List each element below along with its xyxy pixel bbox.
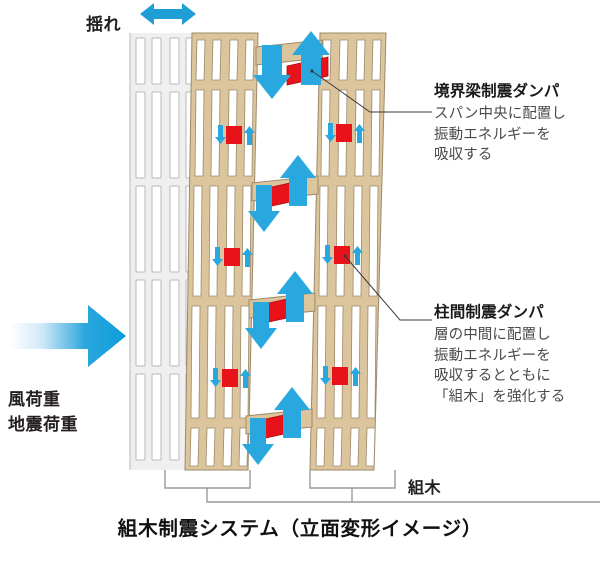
column-damper-group bbox=[210, 123, 365, 388]
leader-lines bbox=[310, 69, 432, 321]
callout-body-line: 振動エネルギーを bbox=[434, 126, 551, 143]
callout-title: 柱間制震ダンパ bbox=[434, 304, 544, 321]
shake-arrow bbox=[140, 3, 196, 25]
column-damper-right-2[interactable] bbox=[322, 245, 363, 265]
load-arrow bbox=[10, 305, 126, 367]
callout-body-line: 層の中間に配置し bbox=[434, 327, 551, 344]
beam-damper-4[interactable] bbox=[242, 387, 310, 465]
callout-body-line: 吸収する bbox=[434, 147, 493, 164]
beam-damper-1[interactable] bbox=[253, 31, 330, 99]
callout-body-line: 振動エネルギーを bbox=[434, 347, 551, 364]
undeformed-frame-ghost bbox=[129, 33, 196, 470]
callout-column-bay-damper: 柱間制震ダンパ 層の中間に配置し 振動エネルギーを 吸収するとともに 「組木」を… bbox=[434, 303, 600, 407]
load-label-seismic: 地震荷重 bbox=[8, 414, 78, 434]
column-damper-right-3[interactable] bbox=[320, 366, 361, 386]
column-damper-left-1[interactable] bbox=[215, 125, 255, 145]
kumiki-label: 組木 bbox=[408, 480, 442, 497]
column-damper-left-3[interactable] bbox=[210, 368, 251, 388]
callout-body-line: 吸収するとともに bbox=[434, 368, 551, 385]
callout-body-line: スパン中央に配置し bbox=[434, 106, 567, 123]
boundary-beams bbox=[245, 39, 323, 435]
figure-title: 組木制震システム（立面変形イメージ） bbox=[117, 518, 483, 540]
beam-damper-2[interactable] bbox=[248, 155, 316, 232]
shake-label: 揺れ bbox=[86, 15, 121, 34]
load-label-wind: 風荷重 bbox=[8, 390, 61, 409]
beam-damper-group bbox=[242, 31, 330, 465]
column-damper-right-1[interactable] bbox=[325, 123, 365, 143]
kumiki-bracket bbox=[164, 470, 600, 503]
callout-title: 境界梁制震ダンパ bbox=[434, 83, 560, 100]
callout-boundary-beam-damper: 境界梁制震ダンパ スパン中央に配置し 振動エネルギーを 吸収する bbox=[434, 82, 600, 166]
column-damper-left-2[interactable] bbox=[212, 247, 253, 267]
callout-body-line: 「組木」を強化する bbox=[434, 388, 566, 405]
load-label: 風荷重 地震荷重 bbox=[8, 388, 78, 437]
beam-damper-3[interactable] bbox=[245, 271, 313, 349]
